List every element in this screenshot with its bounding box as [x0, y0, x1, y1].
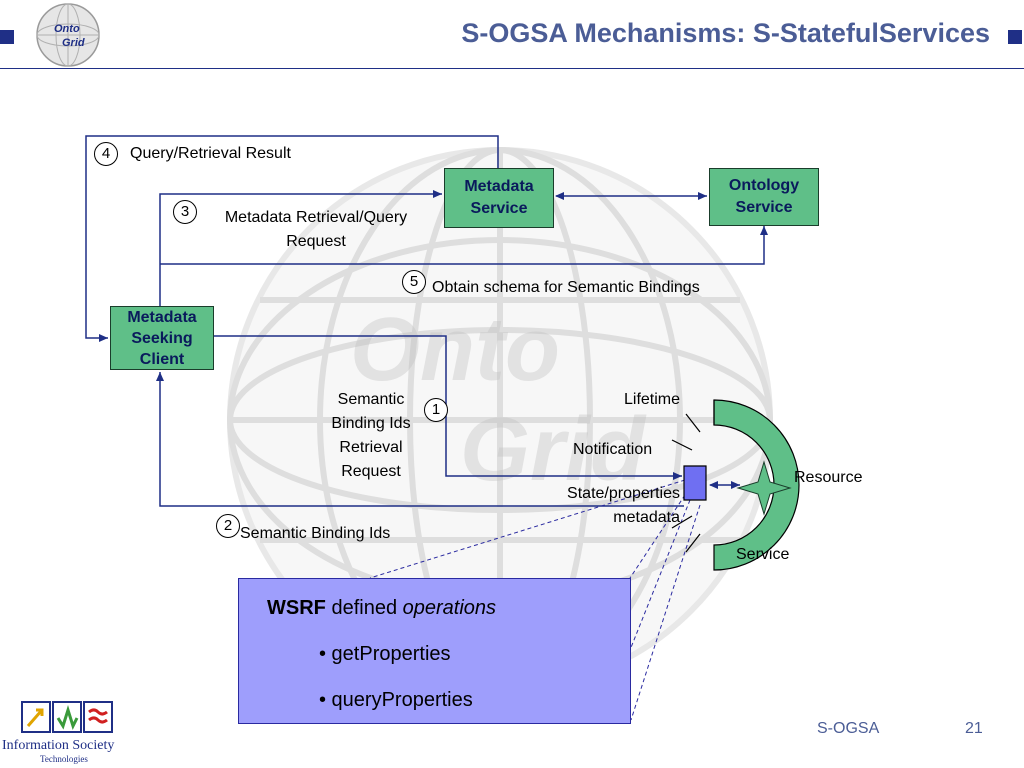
label-sb-request-2: Binding Ids — [331, 415, 411, 432]
page-number: 21 — [965, 720, 983, 737]
metadata-service-box: Metadata Service — [444, 168, 554, 228]
ontology-service-box: Ontology Service — [709, 168, 819, 226]
header-rule — [0, 68, 1024, 69]
label-service: Service — [736, 546, 790, 563]
wsrf-heading: WSRF defined operations — [267, 597, 496, 620]
label-sb-request: Semantic Binding Ids Retrieval Request — [316, 388, 426, 484]
header-right-square — [1008, 30, 1022, 44]
header-left-square — [0, 30, 14, 44]
label-retrieval-request-1: Metadata Retrieval/Query — [224, 209, 408, 226]
arrow-query-result — [85, 135, 499, 342]
service-ring — [671, 399, 800, 571]
step-badge-2: 2 — [216, 514, 240, 538]
client-label-2: Seeking — [131, 329, 193, 347]
svg-text:Grid: Grid — [460, 400, 647, 500]
step-badge-4: 4 — [94, 142, 118, 166]
step-badge-5: 5 — [402, 270, 426, 294]
metadata-service-label: Metadata Service — [464, 178, 534, 217]
label-state-properties: State/properties metadata — [540, 482, 680, 530]
client-box: Metadata Seeking Client — [110, 306, 214, 370]
label-state-1: State/properties — [567, 485, 680, 502]
ist-name: Information Society — [2, 738, 115, 753]
wsrf-normal: defined — [331, 597, 398, 619]
step-badge-1: 1 — [424, 398, 448, 422]
svg-text:Onto: Onto — [54, 23, 80, 35]
svg-text:Grid: Grid — [62, 37, 85, 49]
wsrf-projection-lines — [369, 479, 701, 721]
page-title: S-OGSA Mechanisms: S-StatefulServices — [461, 18, 990, 48]
wsrf-italic: operations — [402, 597, 497, 619]
label-sb-request-4: Request — [341, 463, 401, 480]
ist-sub: Technologies — [40, 754, 88, 764]
label-retrieval-request: Metadata Retrieval/Query Request — [200, 206, 432, 254]
svg-text:Onto: Onto — [350, 300, 560, 400]
resource-star — [736, 460, 792, 516]
client-label-3: Client — [139, 350, 185, 368]
label-query-result: Query/Retrieval Result — [130, 145, 291, 162]
label-sb-request-1: Semantic — [337, 391, 405, 408]
ontology-service-label: Ontology Service — [728, 177, 800, 216]
globe-watermark-text: Onto Grid — [350, 300, 647, 500]
arrow-retrieval-request — [159, 190, 442, 306]
client-label-1: Metadata — [127, 308, 197, 326]
wsrf-bold: WSRF — [267, 597, 326, 619]
wsrf-operations-box: WSRF defined operations • getProperties … — [238, 578, 631, 724]
label-resource: Resource — [794, 469, 863, 486]
label-retrieval-request-2: Request — [286, 233, 346, 250]
wsrf-op-queryproperties: • queryProperties — [319, 689, 473, 711]
label-obtain-schema: Obtain schema for Semantic Bindings — [432, 279, 700, 296]
label-sb-request-3: Retrieval — [339, 439, 403, 456]
ist-logo — [20, 700, 116, 736]
label-sb-ids: Semantic Binding Ids — [240, 525, 391, 542]
label-lifetime: Lifetime — [624, 391, 681, 408]
arrow-sb-ids — [156, 372, 684, 507]
footer-label: S-OGSA — [817, 720, 880, 737]
label-notification: Notification — [573, 441, 653, 458]
ontogrid-logo: Onto Grid — [34, 2, 102, 68]
arrow-obtain-schema — [160, 226, 768, 265]
wsrf-op-getproperties: • getProperties — [319, 643, 451, 665]
label-state-2: metadata — [613, 509, 680, 526]
step-badge-3: 3 — [173, 200, 197, 224]
